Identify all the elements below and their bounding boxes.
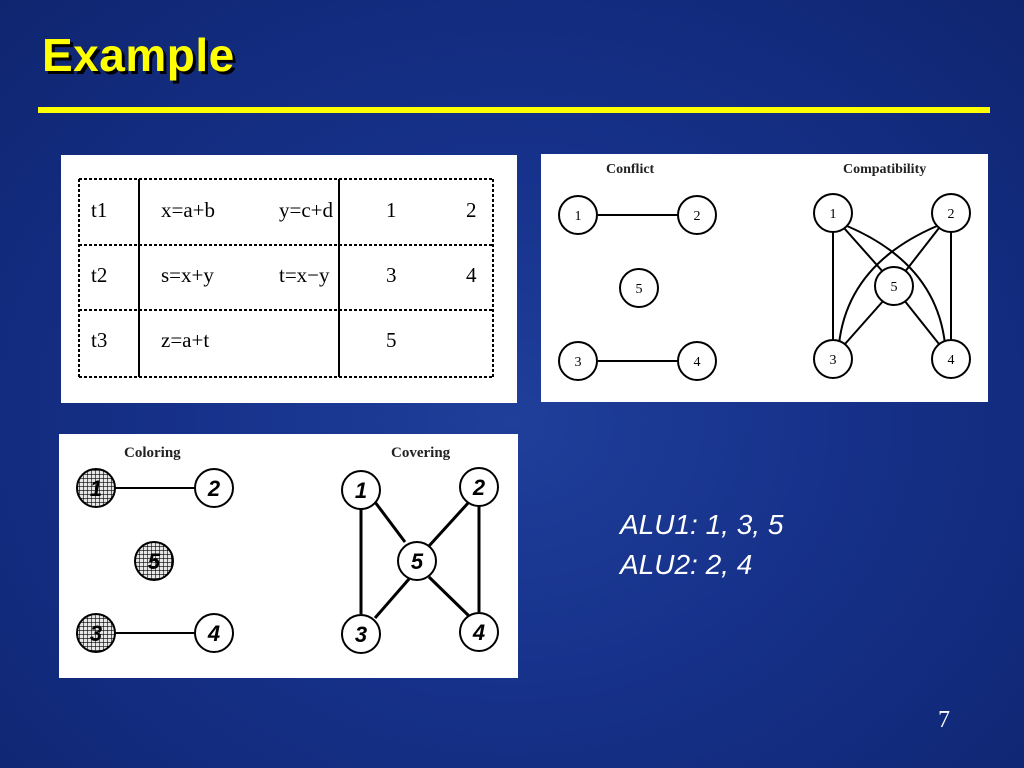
table-cell-op: z=a+t xyxy=(161,328,209,352)
schedule-table: t1 x=a+b y=c+d 1 2 t2 s=x+y t=x−y 3 4 t3… xyxy=(78,178,494,378)
table-cell-op: y=c+d xyxy=(279,198,334,222)
conflict-node-label: 2 xyxy=(694,209,701,224)
conflict-node-5 xyxy=(619,268,659,308)
table-cell-unit: 3 xyxy=(386,263,397,287)
coloring-covering-graphs: Coloring Covering 1 2 5 3 4 xyxy=(76,445,499,654)
conflict-node-label: 5 xyxy=(636,282,643,297)
conflict-graph-title: Conflict xyxy=(606,162,655,177)
conflict-graph-edges xyxy=(598,214,678,362)
covering-node-3 xyxy=(341,614,381,654)
compatibility-node-2 xyxy=(931,193,971,233)
compatibility-node-label: 2 xyxy=(948,207,955,222)
coloring-node-1 xyxy=(76,468,116,508)
compatibility-node-label: 5 xyxy=(891,280,898,295)
conflict-node-4 xyxy=(677,341,717,381)
title-underline xyxy=(38,107,990,113)
covering-node-label: 4 xyxy=(472,620,485,645)
conflict-node-2 xyxy=(677,195,717,235)
compatibility-node-3 xyxy=(813,339,853,379)
covering-graph-edges xyxy=(359,500,481,619)
schedule-table-panel: t1 x=a+b y=c+d 1 2 t2 s=x+y t=x−y 3 4 t3… xyxy=(61,155,517,403)
compatibility-node-label: 4 xyxy=(948,353,955,368)
conflict-node-1 xyxy=(558,195,598,235)
alu2-assignment: ALU2: 2, 4 xyxy=(620,549,753,580)
compatibility-graph-title: Compatibility xyxy=(843,162,926,177)
covering-node-label: 5 xyxy=(411,549,424,574)
table-cell-step: t2 xyxy=(91,263,107,287)
table-cell-unit: 1 xyxy=(386,198,397,222)
page-number: 7 xyxy=(938,707,950,733)
table-cell-unit: 4 xyxy=(466,263,477,287)
coloring-node-label: 4 xyxy=(207,621,220,646)
covering-node-4 xyxy=(459,612,499,652)
table-cell-op: x=a+b xyxy=(161,198,215,222)
conflict-compatibility-graphs: Conflict Compatibility 1 2 5 3 4 xyxy=(558,162,971,381)
alu1-assignment: ALU1: 1, 3, 5 xyxy=(620,509,784,540)
coloring-node-label: 2 xyxy=(207,476,221,501)
compatibility-node-1 xyxy=(813,193,853,233)
compatibility-node-label: 3 xyxy=(830,353,837,368)
coloring-graph-edges xyxy=(115,487,195,634)
compatibility-node-4 xyxy=(931,339,971,379)
conflict-node-label: 3 xyxy=(575,355,582,370)
coloring-node-label: 1 xyxy=(90,476,102,501)
coloring-node-2 xyxy=(194,468,234,508)
alu-assignment: ALU1: 1, 3, 5 ALU2: 2, 4 xyxy=(620,505,783,585)
table-cell-unit: 5 xyxy=(386,328,397,352)
covering-node-1 xyxy=(341,470,381,510)
coloring-node-5 xyxy=(134,541,174,581)
covering-node-label: 3 xyxy=(355,622,367,647)
coloring-covering-panel: Coloring Covering 1 2 5 3 4 xyxy=(59,434,518,678)
covering-graph-title: Covering xyxy=(391,445,451,461)
conflict-node-3 xyxy=(558,341,598,381)
table-cell-step: t1 xyxy=(91,198,107,222)
conflict-compatibility-panel: Conflict Compatibility 1 2 5 3 4 xyxy=(541,154,988,402)
compatibility-node-5 xyxy=(874,266,914,306)
table-cell-step: t3 xyxy=(91,328,107,352)
covering-node-label: 2 xyxy=(472,475,486,500)
covering-node-2 xyxy=(459,467,499,507)
compatibility-graph-edges xyxy=(832,225,952,345)
compatibility-node-label: 1 xyxy=(830,207,837,222)
table-cell-op: t=x−y xyxy=(279,263,330,287)
coloring-node-4 xyxy=(194,613,234,653)
coloring-node-3 xyxy=(76,613,116,653)
conflict-node-label: 4 xyxy=(694,355,701,370)
coloring-graph-title: Coloring xyxy=(124,445,181,461)
coloring-node-label: 3 xyxy=(90,621,102,646)
conflict-node-label: 1 xyxy=(575,209,582,224)
slide-title: Example xyxy=(42,29,235,81)
coloring-node-label: 5 xyxy=(148,549,161,574)
covering-node-label: 1 xyxy=(355,478,367,503)
table-cell-unit: 2 xyxy=(466,198,477,222)
table-cell-op: s=x+y xyxy=(161,263,214,287)
covering-node-5 xyxy=(397,541,437,581)
